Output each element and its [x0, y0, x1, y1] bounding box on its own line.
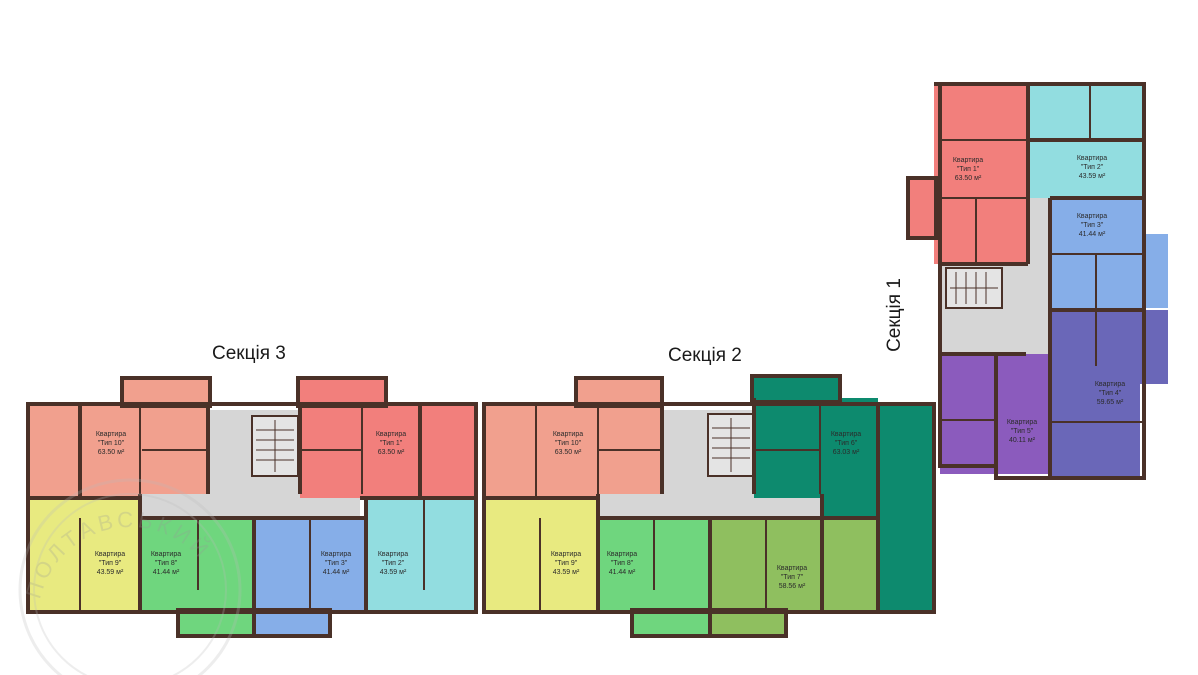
apartment-s2-t7[interactable] — [710, 518, 878, 636]
section-3-label: Секція 3 — [212, 343, 286, 364]
apt-label-s2-t8: Квартира"Тип 8"41.44 м² — [606, 551, 638, 576]
apt-label-s2-t9: Квартира"Тип 9"43.59 м² — [550, 551, 582, 576]
section-3 — [26, 376, 478, 638]
apartment-s2-t9[interactable] — [486, 498, 598, 610]
apt-label-s3-t3: Квартира"Тип 3"41.44 м² — [320, 551, 352, 576]
apt-label-s1-t1: Квартира"Тип 1"63.50 м² — [952, 157, 984, 182]
apt-label-s2-t7: Квартира"Тип 7"58.56 м² — [776, 565, 808, 590]
stairwell-s3 — [208, 410, 300, 494]
apartment-s3-t9[interactable] — [30, 498, 142, 610]
section-1-label: Секція 1 — [883, 278, 905, 352]
apt-label-s3-t1: Квартира"Тип 1"63.50 м² — [375, 431, 407, 456]
walls-s1 — [906, 82, 1146, 480]
apt-label-s1-t5: Квартира"Тип 5"40.11 м² — [1006, 419, 1038, 444]
apt-label-s2-t6: Квартира"Тип 6"63.03 м² — [830, 431, 862, 456]
apt-label-s1-t2: Квартира"Тип 2"43.59 м² — [1076, 155, 1108, 180]
apt-label-s1-t4: Квартира"Тип 4"59.65 м² — [1094, 381, 1126, 406]
apt-label-s3-t10: Квартира"Тип 10"63.50 м² — [95, 431, 127, 456]
apartment-s2-t6[interactable] — [752, 376, 932, 610]
stairwell-s1 — [940, 264, 1028, 354]
apartment-s2-t10[interactable] — [486, 378, 662, 498]
apt-label-s2-t10: Квартира"Тип 10"63.50 м² — [552, 431, 584, 456]
apt-label-s3-t9: Квартира"Тип 9"43.59 м² — [94, 551, 126, 576]
section-2 — [482, 374, 936, 638]
section-2-label: Секція 2 — [668, 345, 742, 366]
apartment-s3-t2[interactable] — [366, 498, 474, 612]
apt-label-s3-t2: Квартира"Тип 2"43.59 м² — [377, 551, 409, 576]
apt-label-s3-t8: Квартира"Тип 8"41.44 м² — [150, 551, 182, 576]
walls-s2 — [482, 374, 936, 638]
apt-label-s1-t3: Квартира"Тип 3"41.44 м² — [1076, 213, 1108, 238]
stairwell-s2 — [662, 410, 755, 494]
section-1 — [906, 82, 1168, 480]
apartment-s1-t1[interactable] — [908, 86, 1028, 264]
